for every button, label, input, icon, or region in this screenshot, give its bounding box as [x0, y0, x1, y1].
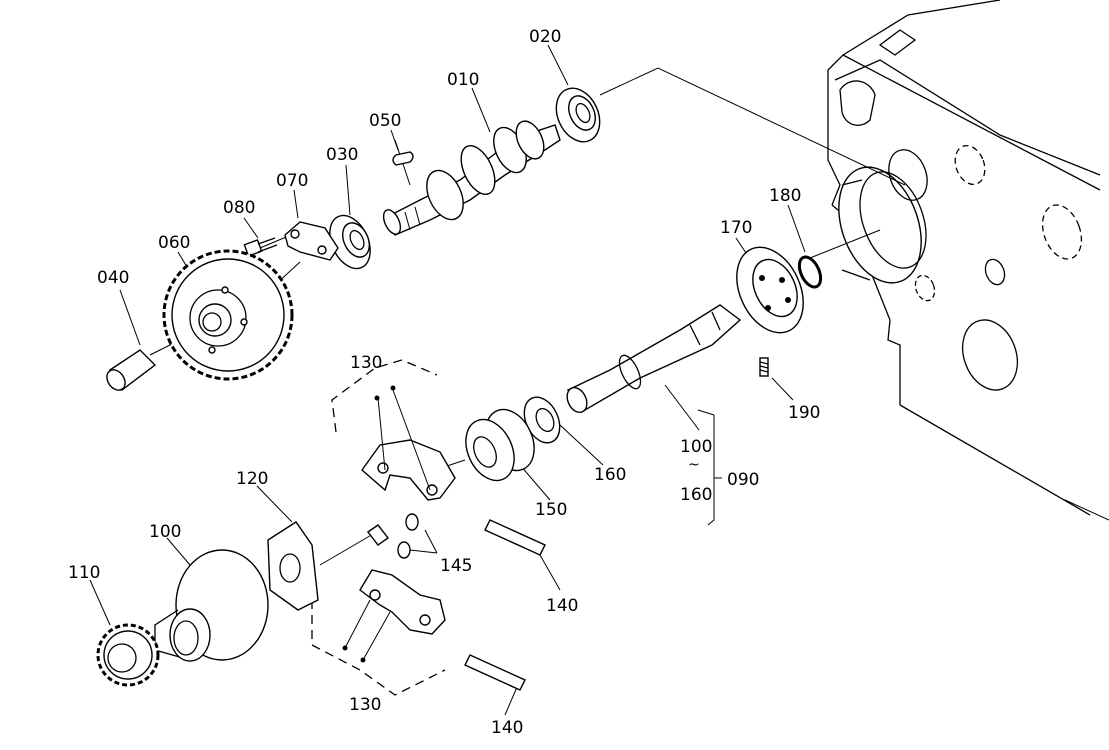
snap-ring-180 [797, 255, 823, 289]
weight-130-lower [342, 569, 446, 663]
key-050 [392, 151, 414, 166]
plate-120 [267, 521, 319, 611]
bearing-170 [736, 246, 804, 334]
label-010: 010 [447, 70, 479, 90]
screw-190 [759, 357, 769, 377]
label-120: 120 [236, 469, 268, 489]
bracket-130-lower [311, 600, 446, 696]
label-130-lower: 130 [349, 695, 381, 715]
label-140-upper: 140 [546, 596, 578, 616]
shaft-160 [566, 304, 742, 414]
label-130-upper: 130 [350, 353, 382, 373]
bracket-130-upper [331, 359, 438, 433]
gear-110 [96, 623, 160, 687]
label-060: 060 [158, 233, 190, 253]
weight-130-upper [361, 385, 456, 501]
label-160-bracket: 160 [680, 485, 712, 505]
label-170: 170 [720, 218, 752, 238]
label-100: 100 [149, 522, 181, 542]
pin-040 [106, 349, 157, 392]
pin-145 [366, 513, 419, 559]
label-range-mark: ~ [688, 457, 700, 473]
pin-140-upper [484, 519, 546, 556]
part-labels: 010 020 030 040 050 060 070 080 090 100 … [68, 27, 820, 738]
label-050: 050 [369, 111, 401, 131]
label-030: 030 [326, 145, 358, 165]
washer-160 [523, 396, 561, 444]
pin-140-lower [464, 654, 526, 691]
plate-070 [284, 221, 339, 261]
label-020: 020 [529, 27, 561, 47]
label-190: 190 [788, 403, 820, 423]
label-150: 150 [535, 500, 567, 520]
gear-hub-100 [154, 549, 269, 662]
engine-block [827, 0, 1109, 521]
sleeve-150 [465, 408, 535, 482]
bolt-080 [243, 237, 278, 257]
label-110: 110 [68, 563, 100, 583]
label-070: 070 [276, 171, 308, 191]
label-090: 090 [727, 470, 759, 490]
leader-lines [89, 44, 906, 716]
camshaft-010 [382, 120, 561, 236]
label-040: 040 [97, 268, 129, 288]
bearing-020 [555, 87, 601, 143]
gear-060 [162, 249, 294, 381]
label-180: 180 [769, 186, 801, 206]
label-160: 160 [594, 465, 626, 485]
bearing-030 [329, 214, 371, 270]
label-100-bracket: 100 [680, 437, 712, 457]
label-145: 145 [440, 556, 472, 576]
label-080: 080 [223, 198, 255, 218]
label-140-lower: 140 [491, 718, 523, 738]
